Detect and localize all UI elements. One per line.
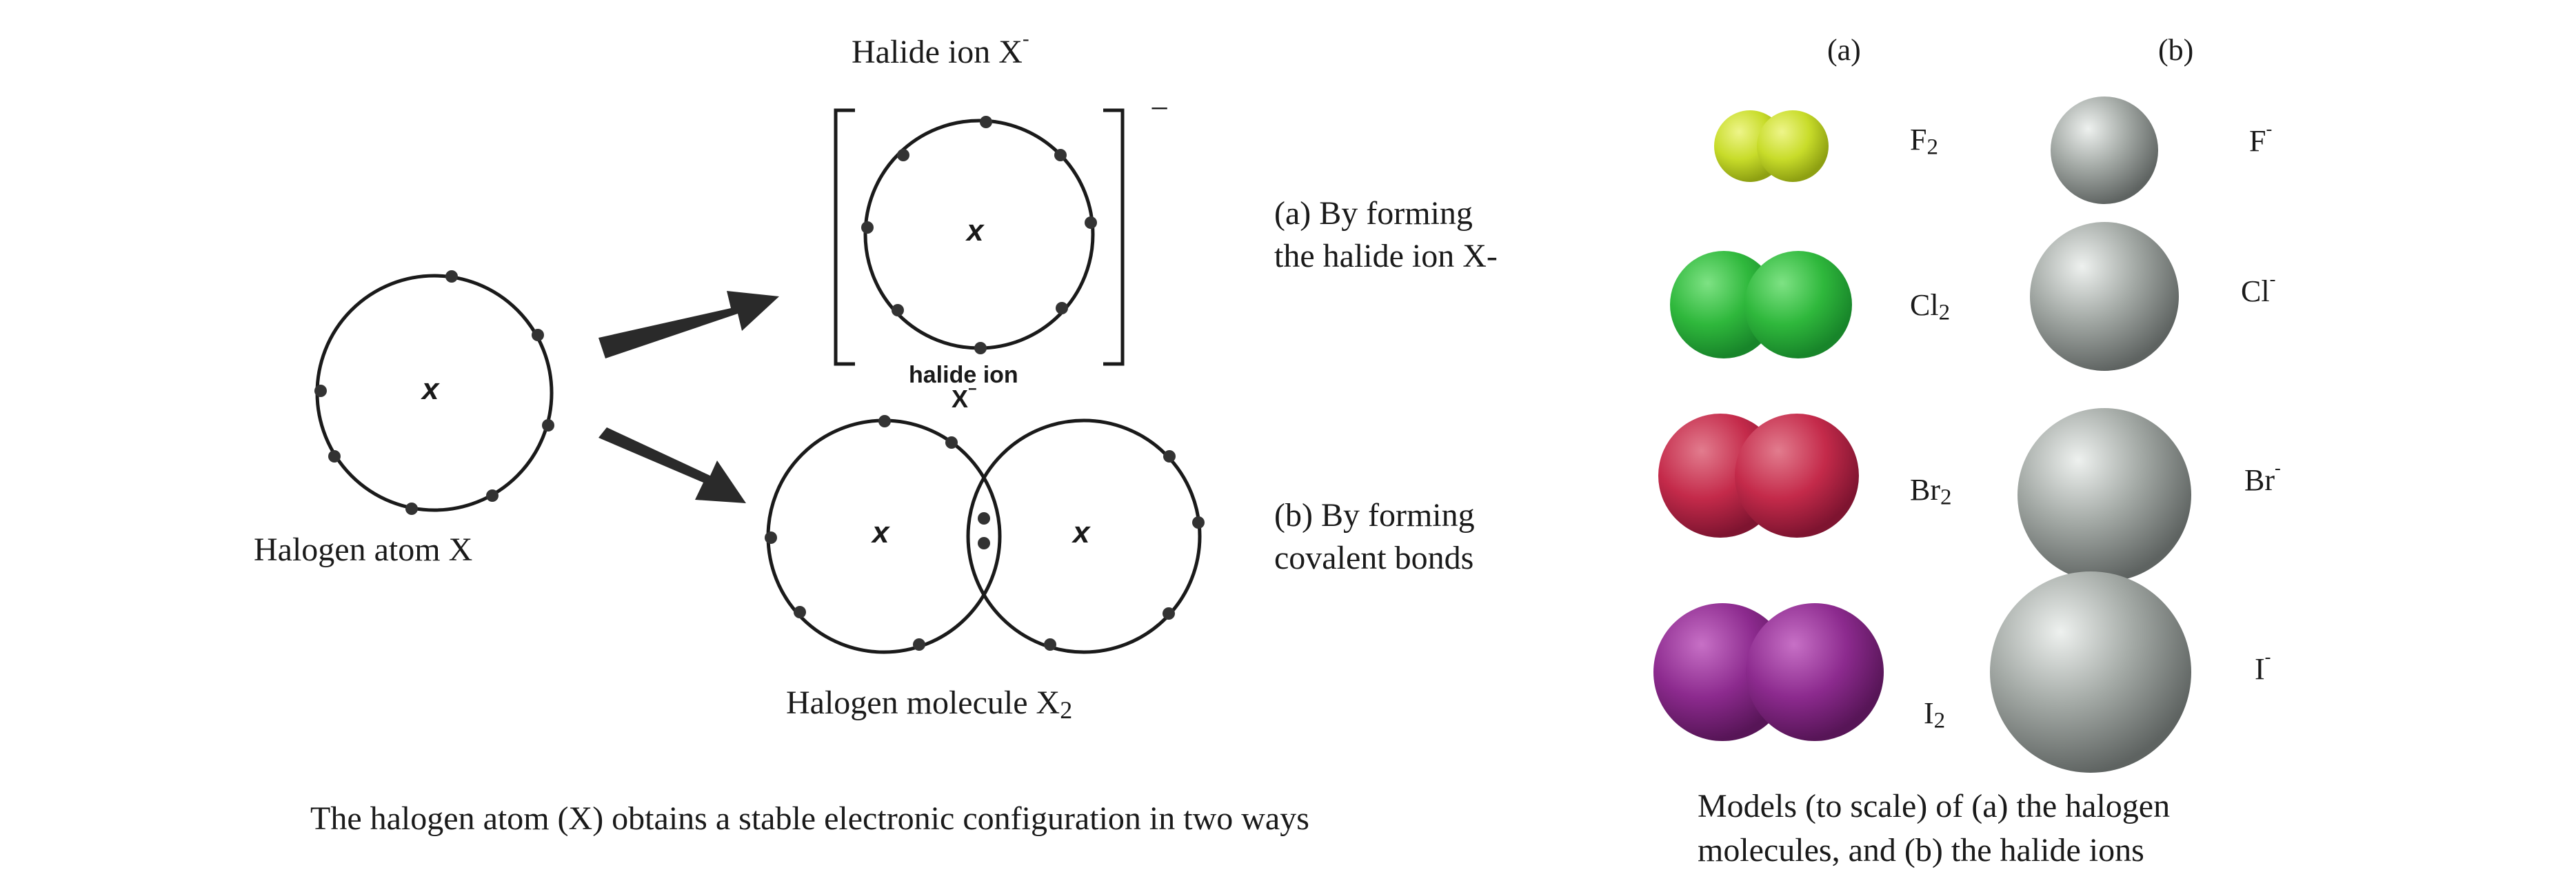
- halide-brackets: [834, 108, 1125, 366]
- ion-model-f: [2051, 97, 2158, 204]
- halogen-molecule-shells: [765, 415, 1205, 654]
- atom-symbol-molecule-left: x: [872, 516, 889, 549]
- atom-symbol-halide: x: [967, 214, 984, 247]
- ion-model-cl: [2030, 222, 2179, 371]
- halide-ion-title: Halide ion X-: [852, 28, 1029, 70]
- way-a-line2: the halide ion X-: [1274, 238, 1498, 274]
- molecule-model-cl2: [1670, 251, 1852, 358]
- halogen-atom-shell: [314, 270, 554, 515]
- column-a-label: (a): [1827, 33, 1861, 67]
- molecule-label-i2: I2: [1924, 696, 1946, 733]
- left-figure-caption: The halogen atom (X) obtains a stable el…: [310, 800, 1309, 837]
- ion-label-i: I-: [2255, 646, 2271, 686]
- ion-label-br: Br-: [2244, 457, 2281, 497]
- molecule-model-f2: [1714, 110, 1829, 182]
- molecule-model-i2: [1653, 603, 1884, 741]
- right-caption-line1: Models (to scale) of (a) the halogen: [1698, 788, 2171, 824]
- ion-label-f: F-: [2249, 118, 2273, 158]
- ion-label-cl: Cl-: [2241, 268, 2276, 308]
- way-a-line1: (a) By forming: [1274, 195, 1473, 232]
- halide-charge-sign: −: [1150, 90, 1169, 127]
- halide-ion-caption: halide ion: [909, 362, 1018, 388]
- column-b-label: (b): [2158, 33, 2194, 67]
- way-b-line1: (b) By forming: [1274, 497, 1475, 534]
- way-b-line2: covalent bonds: [1274, 540, 1474, 576]
- halogen-molecule-label: Halogen molecule X2: [786, 685, 1073, 724]
- ion-model-i: [1990, 571, 2191, 773]
- ion-model-br: [2017, 408, 2191, 582]
- halogen-atom-label: Halogen atom X: [254, 531, 473, 568]
- molecule-label-cl2: Cl2: [1910, 288, 1951, 325]
- molecule-label-f2: F2: [1910, 123, 1938, 160]
- molecule-label-br2: Br2: [1910, 473, 1952, 510]
- halide-ion-caption-symbol: X−: [952, 380, 977, 413]
- atom-symbol-molecule-right: x: [1073, 516, 1090, 549]
- halide-ion-shell: [861, 116, 1097, 354]
- arrow-to-covalent-bond: [598, 427, 746, 503]
- arrow-to-halide-ion: [598, 291, 779, 358]
- right-caption-line2: molecules, and (b) the halide ions: [1698, 832, 2144, 869]
- atom-symbol-halogen: x: [422, 372, 439, 406]
- molecule-model-br2: [1658, 414, 1859, 538]
